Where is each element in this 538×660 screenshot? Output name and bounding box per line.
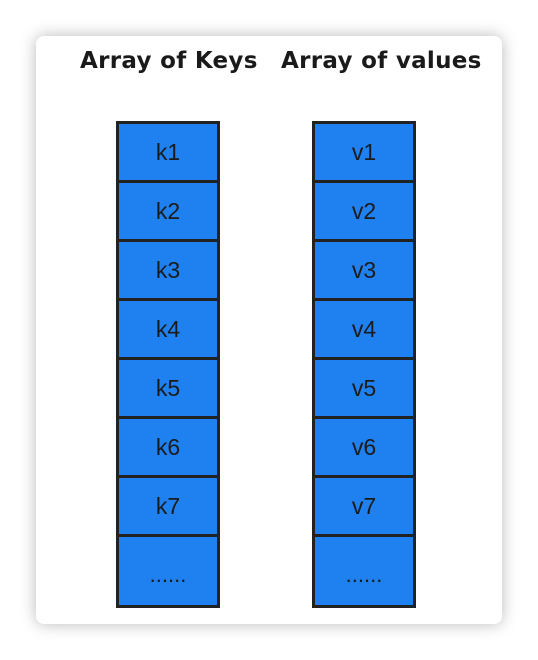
diagram-card — [36, 36, 502, 624]
value-cell-5: v5 — [315, 360, 413, 419]
key-cell-ellipsis: ...... — [119, 537, 217, 605]
value-cell-7: v7 — [315, 478, 413, 537]
key-cell-6: k6 — [119, 419, 217, 478]
value-cell-6: v6 — [315, 419, 413, 478]
value-cell-1: v1 — [315, 124, 413, 183]
key-cell-1: k1 — [119, 124, 217, 183]
keys-array: k1 k2 k3 k4 k5 k6 k7 ...... — [116, 121, 220, 608]
values-array: v1 v2 v3 v4 v5 v6 v7 ...... — [312, 121, 416, 608]
keys-array-title: Array of Keys — [80, 48, 258, 74]
value-cell-ellipsis: ...... — [315, 537, 413, 605]
key-cell-2: k2 — [119, 183, 217, 242]
key-cell-3: k3 — [119, 242, 217, 301]
values-array-title: Array of values — [281, 48, 482, 74]
value-cell-3: v3 — [315, 242, 413, 301]
value-cell-2: v2 — [315, 183, 413, 242]
key-cell-4: k4 — [119, 301, 217, 360]
key-cell-5: k5 — [119, 360, 217, 419]
key-cell-7: k7 — [119, 478, 217, 537]
value-cell-4: v4 — [315, 301, 413, 360]
